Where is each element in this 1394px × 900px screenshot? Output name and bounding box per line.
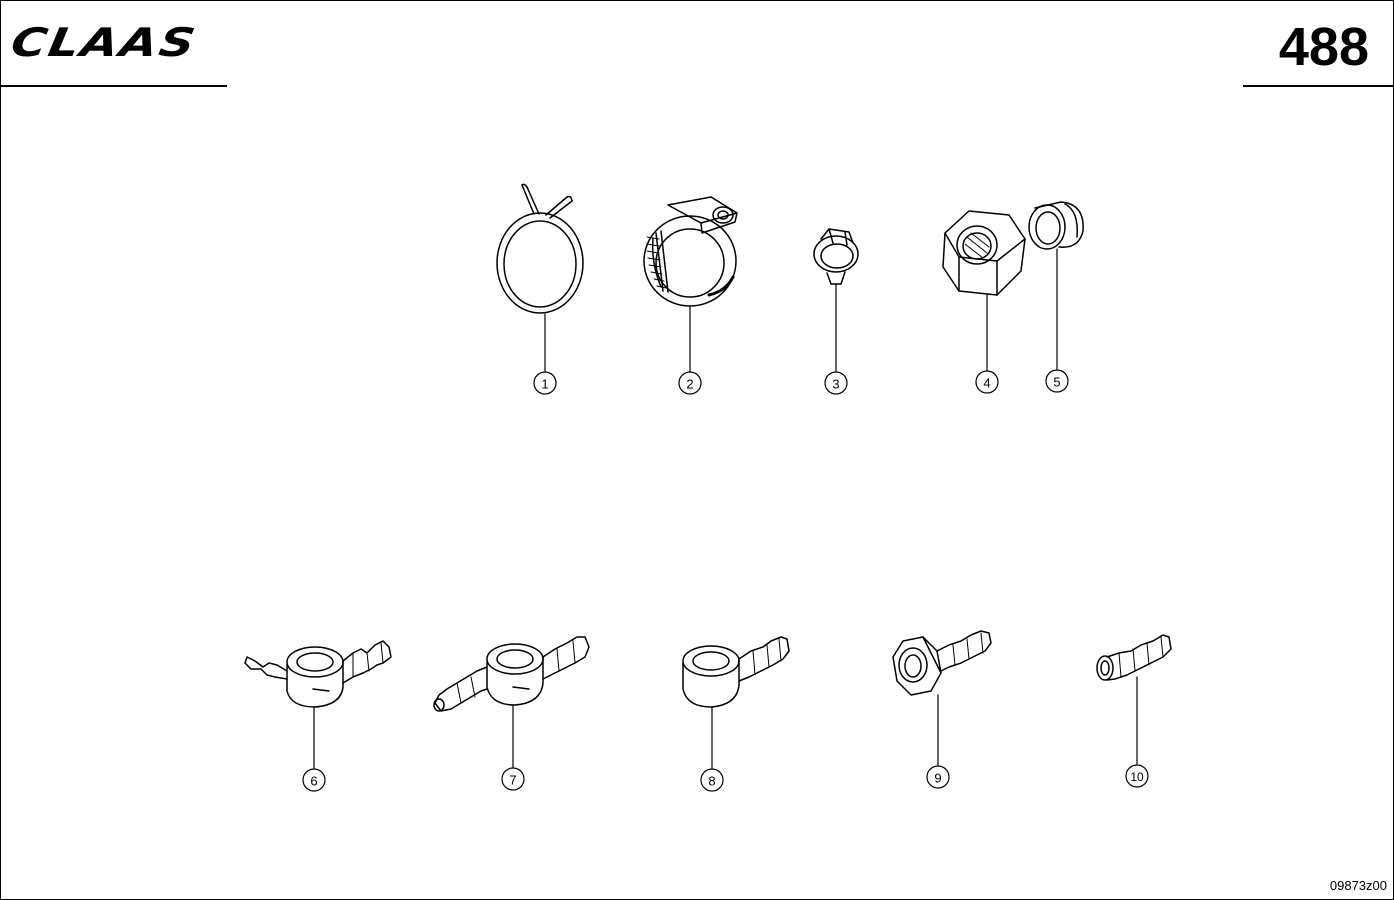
hose-nipple-icon[interactable] [1096,634,1172,681]
drawing-code: 09873z00 [1329,878,1387,893]
callout-leaders [313,248,1138,769]
callout-4: 4 [983,376,990,391]
logo-underline [1,85,227,87]
double-banjo-fitting-icon[interactable] [244,640,392,708]
callout-6: 6 [310,774,317,789]
page-number-underline [1243,85,1393,87]
callout-3: 3 [832,377,839,392]
hex-nut-icon[interactable] [942,210,1026,296]
callout-1: 1 [541,377,548,392]
callout-circles [302,369,1149,792]
callout-5: 5 [1053,375,1060,390]
banjo-hose-fitting-icon[interactable] [682,636,790,708]
callout-7: 7 [509,773,516,788]
wire-spring-clamp-icon[interactable] [496,183,584,314]
callout-2: 2 [686,377,693,392]
cutting-ring-icon[interactable] [1028,201,1084,250]
page-number: 488 [1278,17,1369,77]
double-banjo-fitting-long-icon[interactable] [433,636,590,712]
callout-labels: 1 2 3 4 5 6 7 8 9 10 [310,375,1144,789]
callout-10: 10 [1130,770,1144,784]
swivel-nut-hose-fitting-icon[interactable] [892,630,992,696]
callout-8: 8 [708,774,715,789]
worm-drive-hose-clamp-icon[interactable] [643,196,738,307]
callout-9: 9 [934,771,941,786]
ear-clamp-icon[interactable] [813,228,859,285]
